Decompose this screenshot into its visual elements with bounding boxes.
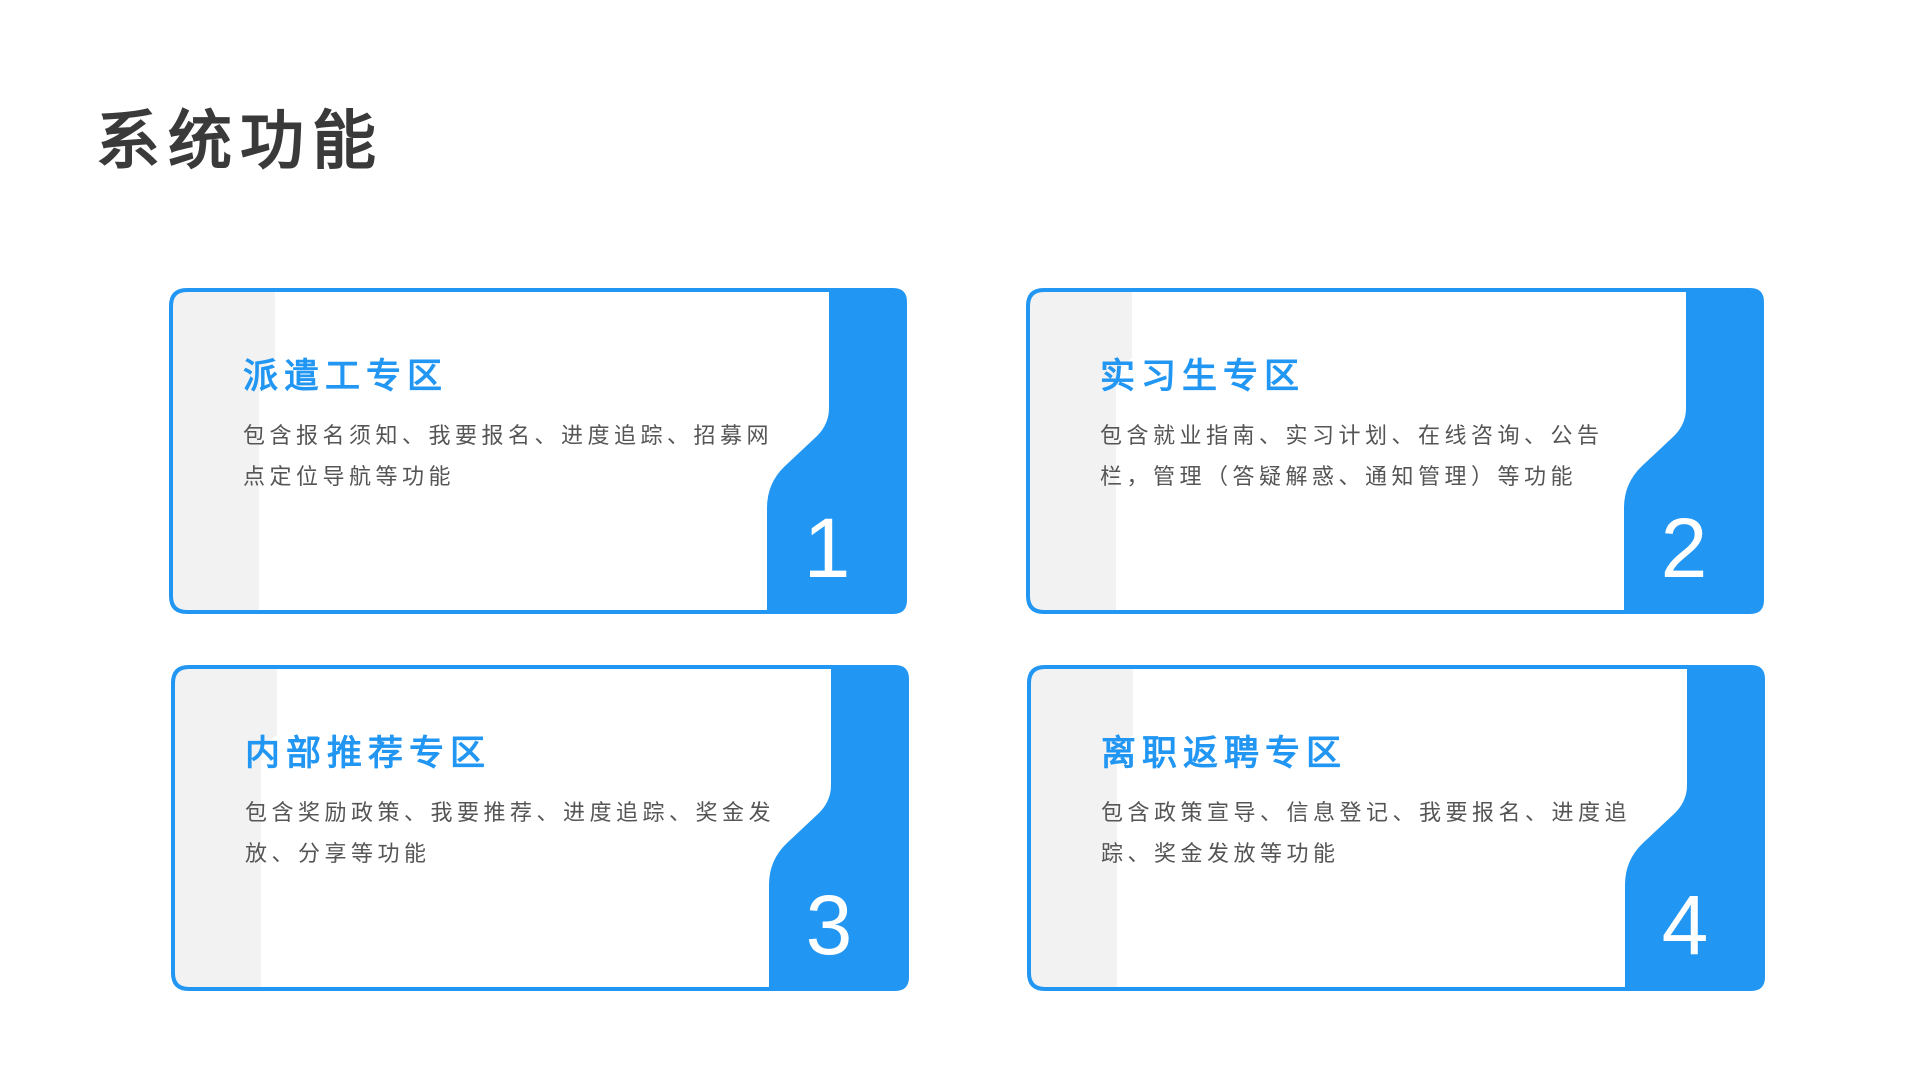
feature-card-dispatch[interactable]: 派遣工专区 包含报名须知、我要报名、进度追踪、招募网点定位导航等功能 1 (169, 288, 907, 614)
card-title: 实习生专区 (1100, 357, 1306, 397)
card-number: 1 (803, 501, 851, 595)
card-background (1027, 665, 1765, 991)
card-background (171, 665, 909, 991)
card-background (1026, 288, 1764, 614)
card-number: 4 (1661, 878, 1709, 972)
card-description: 包含政策宣导、信息登记、我要报名、进度追踪、奖金发放等功能 (1101, 801, 1632, 867)
feature-card-referral[interactable]: 内部推荐专区 包含奖励政策、我要推荐、进度追踪、奖金发放、分享等功能 3 (171, 665, 909, 991)
card-title: 离职返聘专区 (1101, 734, 1348, 774)
feature-card-intern[interactable]: 实习生专区 包含就业指南、实习计划、在线咨询、公告栏，管理（答疑解惑、通知管理）… (1026, 288, 1764, 614)
card-description: 包含奖励政策、我要推荐、进度追踪、奖金发放、分享等功能 (245, 801, 776, 867)
page-title: 系统功能 (96, 105, 384, 179)
card-number: 2 (1660, 501, 1708, 595)
card-title: 派遣工专区 (243, 357, 449, 397)
card-description: 包含报名须知、我要报名、进度追踪、招募网点定位导航等功能 (243, 424, 774, 490)
feature-card-rehire[interactable]: 离职返聘专区 包含政策宣导、信息登记、我要报名、进度追踪、奖金发放等功能 4 (1027, 665, 1765, 991)
card-number: 3 (805, 878, 853, 972)
card-title: 内部推荐专区 (245, 734, 492, 774)
card-background (169, 288, 907, 614)
card-description: 包含就业指南、实习计划、在线咨询、公告栏，管理（答疑解惑、通知管理）等功能 (1100, 424, 1604, 490)
